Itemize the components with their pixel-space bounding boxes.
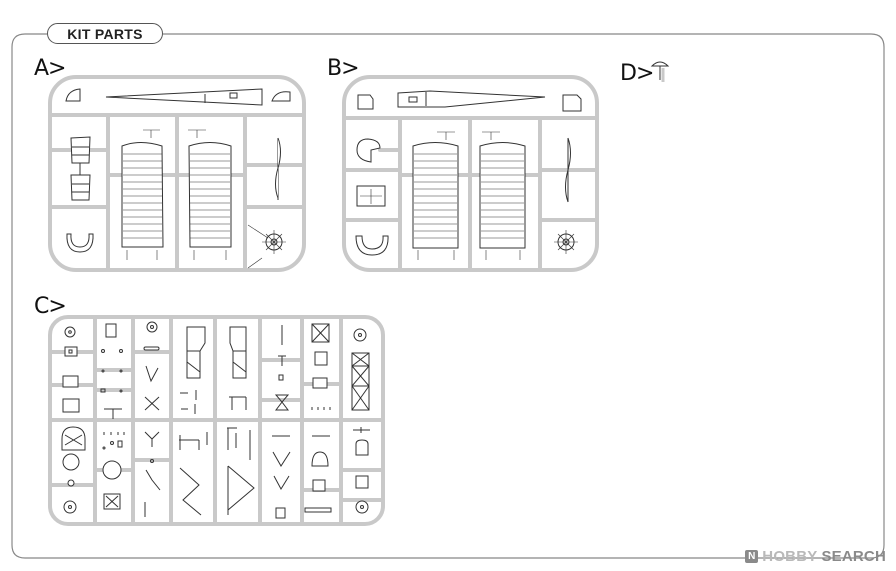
sprue-a — [48, 75, 306, 272]
kit-parts-title: KIT PARTS — [47, 23, 163, 44]
sprue-c-label: C> — [34, 294, 67, 319]
outer-frame — [11, 33, 885, 559]
sprue-c — [48, 315, 385, 526]
watermark-suffix: SEARCH — [821, 548, 886, 565]
sprue-d-label: D> — [620, 61, 654, 86]
sprue-a-label: A> — [34, 56, 67, 81]
watermark: N HOBBY SEARCH — [745, 548, 886, 565]
sprue-b — [342, 75, 599, 272]
sprue-a-parts — [65, 88, 291, 253]
sprue-d-part — [650, 61, 670, 82]
sprue-c-parts — [61, 321, 370, 519]
watermark-logo-icon: N — [745, 550, 759, 563]
sprue-c-details — [100, 325, 370, 517]
sprue-b-details — [360, 131, 578, 260]
sprue-b-label: B> — [327, 56, 360, 81]
watermark-brand: HOBBY — [762, 548, 818, 565]
sprue-b-parts — [355, 90, 582, 256]
sprue-a-details — [123, 129, 286, 269]
